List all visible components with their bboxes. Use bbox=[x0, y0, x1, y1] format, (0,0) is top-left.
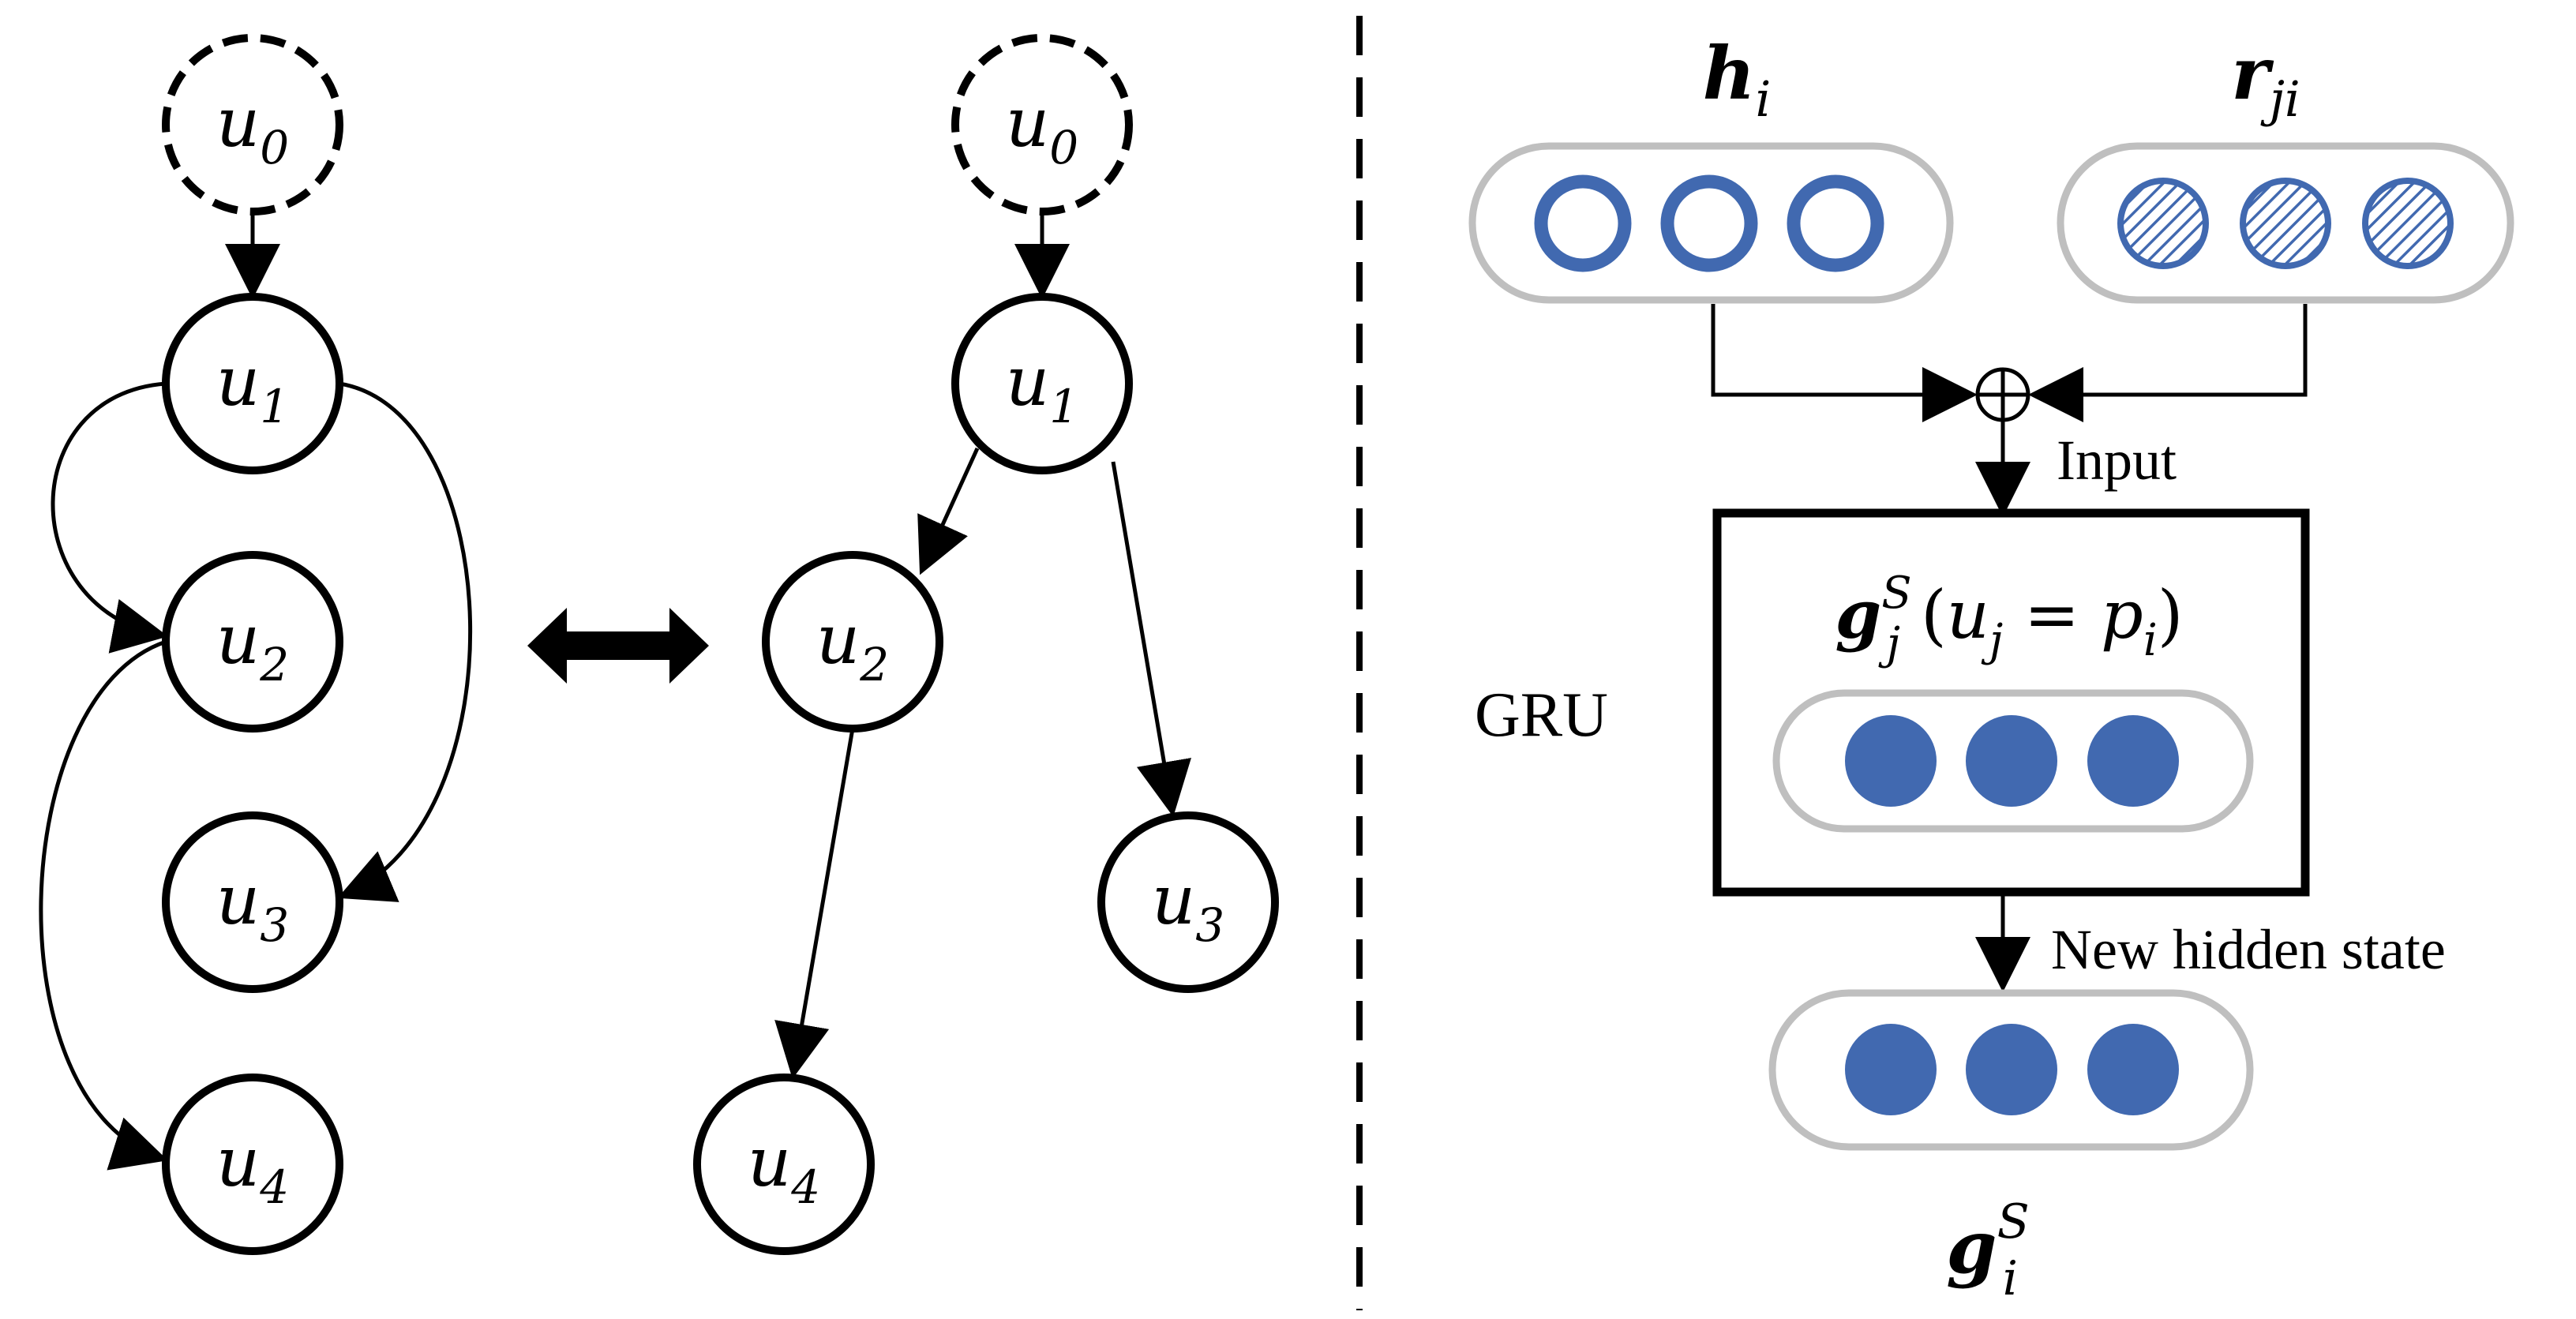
edge-u1-u3-left bbox=[337, 381, 472, 902]
h-unit-icon bbox=[1660, 174, 1758, 272]
concat-plus-icon bbox=[1975, 367, 2030, 422]
edge-u2-u4-left bbox=[39, 639, 168, 1171]
node-label: u bbox=[216, 601, 260, 680]
r-label: rji bbox=[2231, 31, 2300, 128]
svg-text:u1: u1 bbox=[1006, 343, 1078, 433]
h-unit-icon bbox=[1787, 174, 1884, 272]
node-label: u bbox=[216, 84, 260, 163]
node-label: u bbox=[216, 343, 260, 422]
h-to-sum-arrow bbox=[1711, 304, 1978, 422]
svg-text:u3: u3 bbox=[216, 861, 289, 952]
edge-u2-u4-tree bbox=[774, 728, 855, 1079]
gru-label: GRU bbox=[1475, 680, 1608, 750]
svg-text:u4: u4 bbox=[216, 1123, 289, 1214]
r-unit-icon bbox=[2240, 178, 2331, 269]
h-unit-icon bbox=[1534, 174, 1632, 272]
edge-u1-u2-left bbox=[51, 381, 168, 654]
edge-u1-u2-tree bbox=[917, 447, 980, 575]
node-label: u bbox=[1006, 343, 1049, 422]
node-label: u bbox=[1152, 861, 1195, 940]
node-u3-left bbox=[162, 811, 343, 993]
node-label: u bbox=[216, 1123, 260, 1202]
svg-text:u4: u4 bbox=[748, 1123, 820, 1214]
svg-text:u0: u0 bbox=[216, 84, 289, 174]
output-unit-icon bbox=[1966, 1024, 2057, 1115]
middle-tree: u0 u1 u2 u3 u4 bbox=[693, 34, 1279, 1255]
new-state-label: New hidden state bbox=[2051, 918, 2446, 981]
r-to-sum-arrow bbox=[2028, 304, 2308, 422]
r-unit-icon bbox=[2362, 178, 2454, 269]
node-label: u bbox=[216, 861, 260, 940]
node-label: u bbox=[816, 601, 860, 680]
edge-u1-u3-tree bbox=[1111, 461, 1191, 817]
svg-text:u1: u1 bbox=[216, 343, 289, 433]
svg-text:u2: u2 bbox=[816, 601, 889, 691]
h-label: hi bbox=[1703, 31, 1772, 128]
node-label: u bbox=[1006, 84, 1049, 163]
output-unit-icon bbox=[1845, 1024, 1937, 1115]
output-unit-icon bbox=[2087, 1024, 2179, 1115]
svg-text:u2: u2 bbox=[216, 601, 289, 691]
r-unit-icon bbox=[2117, 178, 2209, 269]
input-label: Input bbox=[2057, 429, 2177, 492]
svg-text:u0: u0 bbox=[1006, 84, 1078, 174]
double-arrow bbox=[527, 608, 709, 684]
node-label: u bbox=[748, 1123, 791, 1202]
gru-unit-icon bbox=[1966, 715, 2057, 807]
svg-text:u3: u3 bbox=[1152, 861, 1224, 952]
left-tree: u0 u1 u2 u3 u4 bbox=[39, 34, 472, 1255]
gru-unit-icon bbox=[1845, 715, 1937, 807]
gru-unit-icon bbox=[2087, 715, 2179, 807]
